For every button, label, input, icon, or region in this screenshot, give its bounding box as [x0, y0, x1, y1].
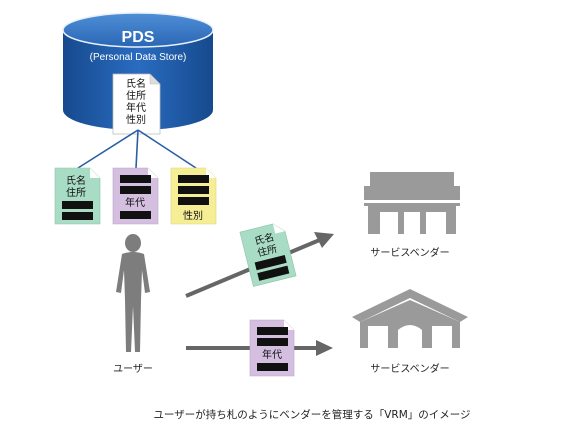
document-green: 氏名 住所: [54, 167, 101, 225]
pds-field-gender: 性別: [126, 113, 146, 126]
redaction-bar: [257, 265, 290, 281]
house-icon: [352, 289, 468, 348]
yellow-doc-gender: 性別: [183, 209, 203, 222]
redaction-bar: [120, 186, 151, 194]
redaction-bar: [178, 197, 209, 205]
redaction-bar: [120, 211, 151, 219]
green-doc-address: 住所: [66, 186, 86, 199]
document-yellow: 性別: [170, 167, 217, 225]
redaction-bar: [62, 212, 93, 220]
redaction-bar: [178, 175, 209, 183]
upper-flow-document: 氏名 住所: [239, 223, 297, 287]
lower-doc-age: 年代: [262, 348, 282, 361]
redaction-bar: [257, 327, 288, 335]
pds-connectors: [77, 129, 197, 169]
user-icon: [116, 234, 150, 352]
pds-subtitle: (Personal Data Store): [90, 52, 187, 63]
pds-field-age: 年代: [126, 101, 146, 114]
redaction-bar: [120, 175, 151, 183]
purple-doc-age: 年代: [125, 196, 145, 209]
lower-flow-document: 年代: [249, 319, 295, 377]
redaction-bar: [62, 201, 93, 209]
redaction-bar: [178, 186, 209, 194]
pds-title: PDS: [122, 29, 155, 46]
shop-icon: [364, 172, 460, 234]
redaction-bar: [257, 338, 288, 346]
vendor-house-label: サービスベンダー: [370, 362, 449, 375]
user-label: ユーザー: [113, 363, 153, 375]
green-doc-name: 氏名: [66, 174, 86, 187]
vendor-shop-label: サービスベンダー: [370, 246, 449, 259]
pds-field-name: 氏名: [126, 77, 146, 90]
document-purple: 年代: [112, 167, 159, 225]
redaction-bar: [257, 363, 288, 371]
pds-field-address: 住所: [126, 89, 146, 102]
caption: ユーザーが持ち札のようにベンダーを管理する「VRM」のイメージ: [153, 408, 470, 421]
redaction-bar: [254, 254, 287, 271]
pds-document: 氏名 住所 年代 性別: [112, 73, 161, 135]
